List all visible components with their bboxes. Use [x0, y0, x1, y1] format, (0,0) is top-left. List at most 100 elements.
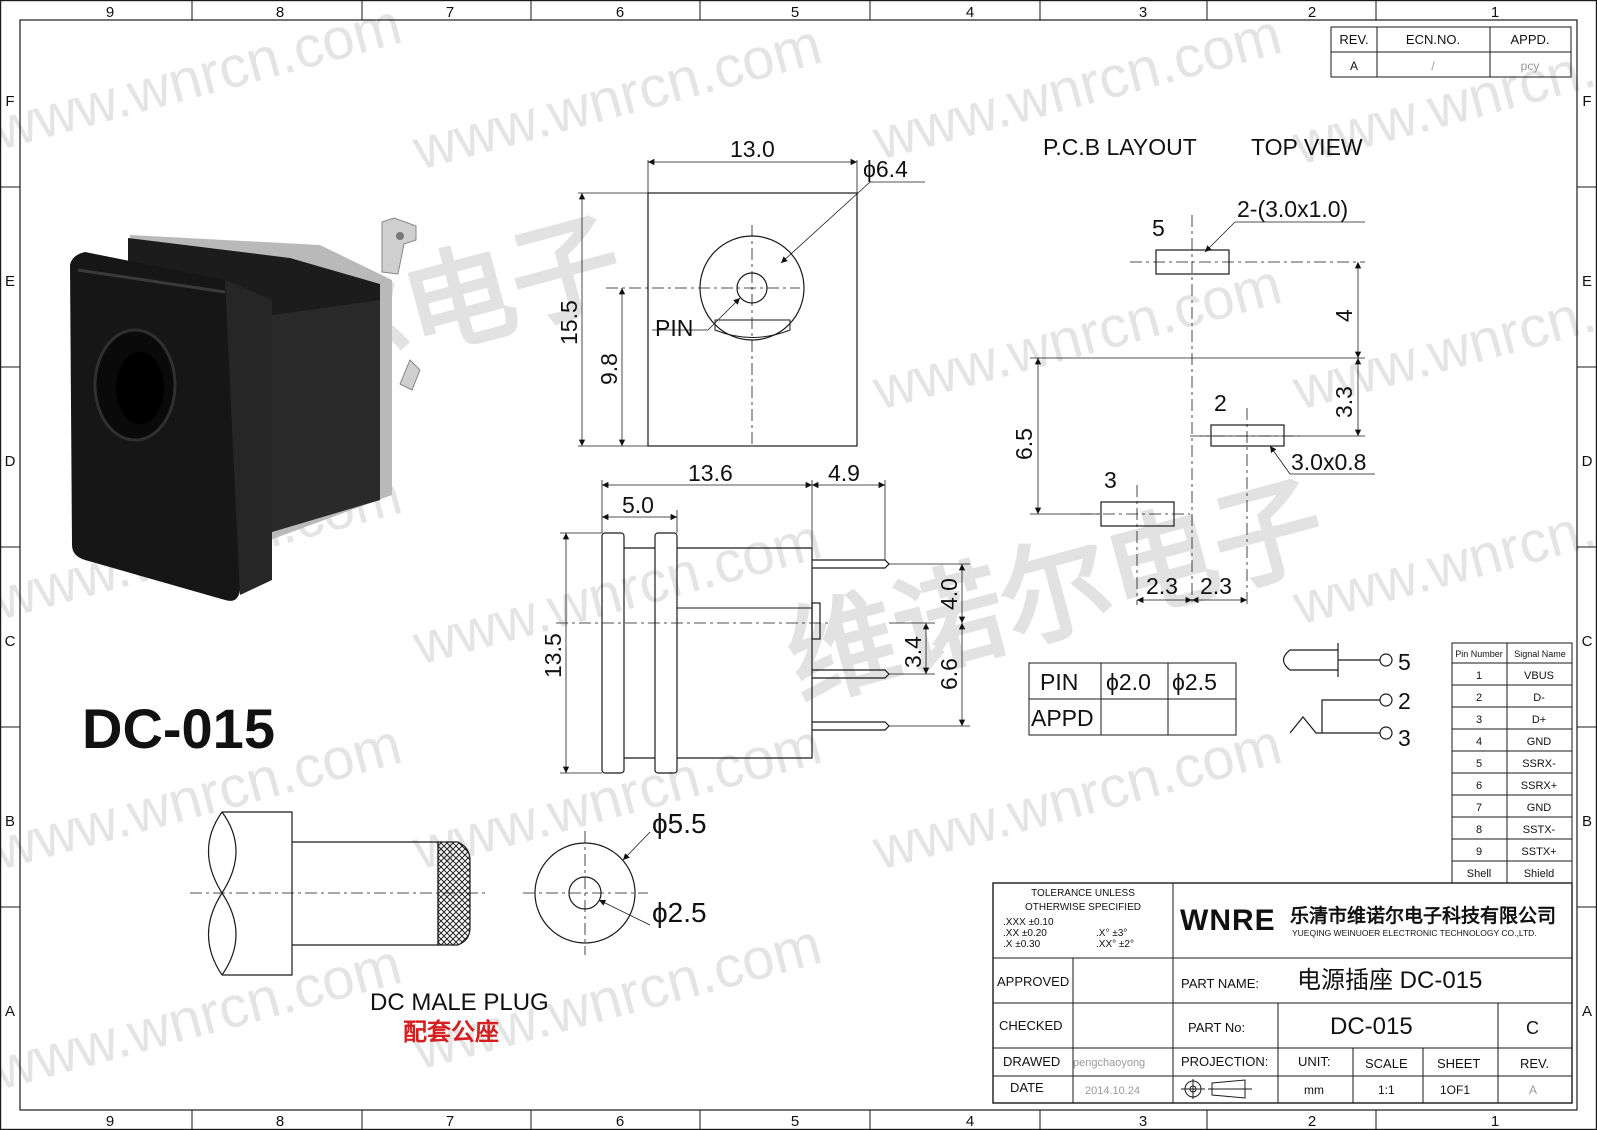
scale-value: 1:1 [1378, 1083, 1395, 1097]
tolerance-line1: TOLERANCE UNLESS [1031, 888, 1135, 899]
pcb-pin-5: 5 [1152, 215, 1165, 241]
unit-value: mm [1304, 1083, 1324, 1097]
side-view-dims: 13.6 4.9 5.0 13.5 4.0 3.4 6.6 [540, 460, 962, 690]
company-name-cn: 乐清市维诺尔电子科技有限公司 [1290, 904, 1556, 927]
appd-value: pcy [1521, 59, 1540, 73]
pin-table: PIN ϕ2.0 ϕ2.5 APPD [1028, 662, 1237, 736]
signal-name: D+ [1532, 714, 1546, 726]
plug-title: DC MALE PLUG [370, 989, 549, 1016]
tol-ang-xx: .XX° ±2° [1096, 939, 1134, 950]
revision-table: REV. ECN.NO. APPD. A / pcy [1330, 26, 1572, 78]
pcb-layout [1030, 215, 1375, 605]
tol-x: .X ±0.30 [1003, 939, 1041, 950]
watermark-url: www.wnrcn.com [866, 711, 1288, 882]
dim-hole: ϕ6.4 [863, 156, 908, 182]
front-view-dims: 13.0 ϕ6.4 15.5 9.8 PIN [556, 136, 908, 385]
part-no-value: DC-015 [1330, 1013, 1413, 1040]
plug-inner-dia: ϕ2.5 [652, 897, 707, 928]
signal-name: SSTX+ [1521, 846, 1556, 858]
signal-pin: 9 [1476, 846, 1482, 858]
tolerance-line2: OTHERWISE SPECIFIED [1025, 902, 1141, 913]
row-label: B [1582, 813, 1592, 830]
pcb-pin-3: 3 [1104, 467, 1117, 493]
col-label: 7 [446, 1113, 454, 1130]
row-label: A [5, 1003, 15, 1020]
col-label: 2 [1308, 1113, 1316, 1130]
dim-width: 13.0 [730, 136, 775, 162]
pcb-pin-2: 2 [1214, 390, 1227, 416]
col-label: 6 [616, 4, 624, 21]
pcb-dim-4: 4 [1331, 309, 1357, 322]
part-no-label: PART No: [1188, 1020, 1245, 1035]
col-label: 3 [1139, 1113, 1147, 1130]
col-label: 6 [616, 1113, 624, 1130]
signal-name: SSTX- [1523, 824, 1556, 836]
row-label: C [1582, 633, 1593, 650]
company-name-en: YUEQING WEINUOER ELECTRONIC TECHNOLOGY C… [1292, 928, 1537, 938]
signal-name: GND [1527, 802, 1552, 814]
appd-header: APPD. [1510, 32, 1549, 47]
pcb-dim-2-3a: 2.3 [1146, 573, 1178, 599]
scale-label: SCALE [1365, 1056, 1408, 1071]
schematic-label-3: 3 [1398, 725, 1411, 751]
dim-pin-height: 9.8 [596, 353, 622, 385]
signal-header-name: Signal Name [1514, 649, 1566, 659]
date-value: 2014.10.24 [1085, 1085, 1140, 1097]
col-label: 8 [276, 1113, 284, 1130]
signal-pin: 8 [1476, 824, 1482, 836]
ecn-header: ECN.NO. [1406, 32, 1460, 47]
product-photo [70, 217, 421, 601]
pcb-slot-top: 2-(3.0x1.0) [1237, 196, 1348, 222]
plug-labels: ϕ5.5 ϕ2.5 DC MALE PLUG 配套公座 [370, 808, 707, 1046]
pcb-layout-text: P.C.B LAYOUT TOP VIEW 2-(3.0x1.0) 3.0x0.… [1011, 134, 1366, 599]
tol-ang-x: .X° ±3° [1096, 928, 1127, 939]
col-label: 9 [106, 1113, 114, 1130]
watermark-url: www.wnrcn.com [406, 506, 828, 677]
sheet-label: SHEET [1437, 1056, 1480, 1071]
part-name-label: PART NAME: [1181, 976, 1259, 991]
rev-label: REV. [1520, 1056, 1549, 1071]
row-label: F [5, 93, 14, 110]
signal-name: Shield [1524, 868, 1555, 880]
sheet-value: 1OF1 [1440, 1083, 1470, 1097]
dim-pin-b: 3.4 [900, 636, 926, 668]
dim-length: 13.6 [688, 460, 733, 486]
col-label: 1 [1491, 1113, 1499, 1130]
watermark-url: www.wnrcn.com [1286, 466, 1597, 637]
signal-pin: Shell [1467, 868, 1491, 880]
drawed-label: DRAWED [1003, 1054, 1060, 1069]
signal-pin: 6 [1476, 780, 1482, 792]
part-name-value: 电源插座 DC-015 [1297, 967, 1482, 994]
row-label: B [5, 813, 15, 830]
projection-label: PROJECTION: [1181, 1054, 1268, 1069]
col-label: 9 [106, 4, 114, 21]
border-row-labels: F E D C B A F E D C B A [5, 93, 1593, 1020]
title-block-text: TOLERANCE UNLESS OTHERWISE SPECIFIED .XX… [997, 888, 1556, 1097]
ecn-value: / [1431, 59, 1435, 73]
col-label: 7 [446, 4, 454, 21]
pcb-view: TOP VIEW [1251, 134, 1363, 160]
border-column-labels: 9 8 7 6 5 4 3 2 1 9 8 7 6 5 4 3 2 1 [106, 4, 1499, 1130]
signal-header-pin: Pin Number [1455, 649, 1503, 659]
dim-height: 15.5 [556, 300, 582, 345]
col-label: 8 [276, 4, 284, 21]
signal-name: GND [1527, 736, 1552, 748]
pin-table-d20: ϕ2.0 [1106, 669, 1151, 695]
side-view [556, 480, 970, 774]
pin-table-d25: ϕ2.5 [1172, 669, 1217, 695]
approved-label: APPROVED [997, 974, 1069, 989]
signal-pin: 2 [1476, 692, 1482, 704]
col-label: 5 [791, 1113, 799, 1130]
dim-body-height: 13.5 [540, 633, 566, 678]
rev-value: A [1350, 59, 1358, 73]
col-label: 4 [966, 1113, 974, 1130]
row-label: F [1582, 93, 1591, 110]
pin-table-pin: PIN [1040, 669, 1078, 695]
front-view [578, 158, 925, 447]
row-label: D [5, 453, 16, 470]
signal-pin: 7 [1476, 802, 1482, 814]
pcb-dim-3-3: 3.3 [1331, 386, 1357, 418]
pcb-slot-mid: 3.0x0.8 [1291, 449, 1366, 475]
